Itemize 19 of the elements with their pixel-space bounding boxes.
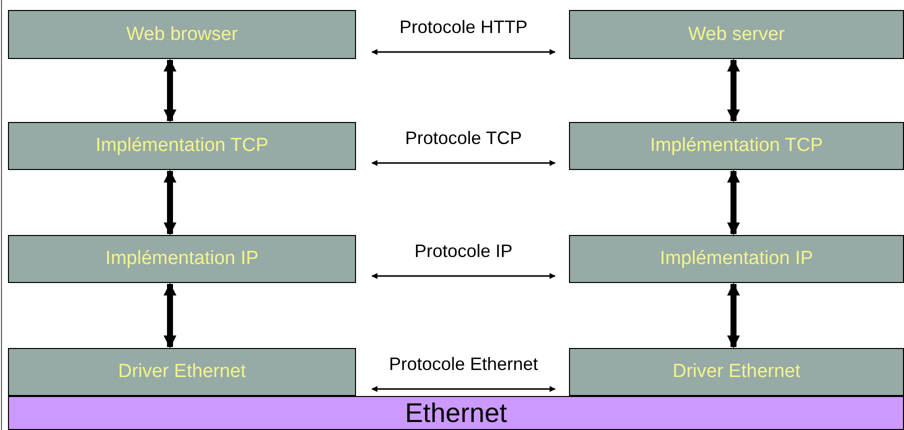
- layer-box: Implémentation IP: [569, 235, 904, 283]
- layer-box: Implémentation TCP: [569, 122, 904, 170]
- arrow: [371, 160, 556, 166]
- arrow: [727, 170, 740, 236]
- arrow: [164, 170, 176, 236]
- layer-box: Web browser: [8, 10, 356, 59]
- arrow: [371, 386, 556, 392]
- arrow: [727, 58, 740, 122]
- arrow: [727, 282, 740, 348]
- layer-box: Web server: [569, 10, 904, 59]
- layer-box: Implémentation IP: [8, 235, 356, 283]
- arrow: [164, 282, 176, 348]
- arrow: [371, 49, 556, 55]
- layer-box: Driver Ethernet: [8, 348, 356, 396]
- arrow: [371, 273, 556, 279]
- layer-box: Implémentation TCP: [8, 122, 356, 170]
- network-bar: Ethernet: [8, 396, 904, 430]
- layer-box: Driver Ethernet: [569, 348, 904, 396]
- arrow: [164, 58, 176, 122]
